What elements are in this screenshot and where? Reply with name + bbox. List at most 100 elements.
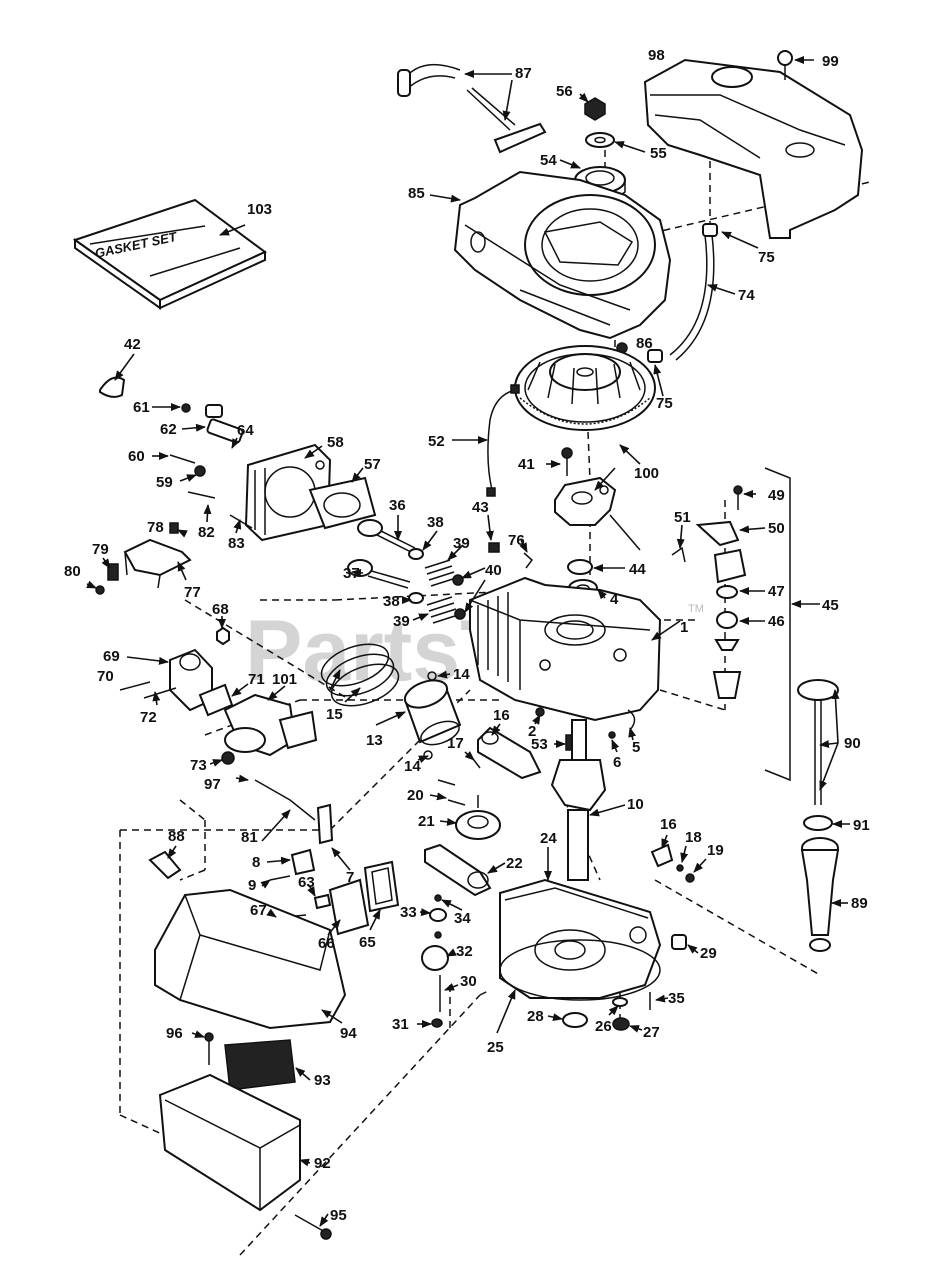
part-label-40: 40 — [485, 562, 502, 579]
part-label-34: 34 — [454, 910, 471, 927]
part-label-10: 10 — [627, 796, 644, 813]
fuel-system-parts — [671, 467, 791, 782]
leader-lines — [86, 56, 850, 1227]
blower-housing-part — [453, 170, 672, 340]
part-label-6: 6 — [613, 754, 621, 771]
part-label-17: 17 — [447, 735, 464, 752]
carburetor-adapter-parts — [119, 626, 235, 765]
part-label-73: 73 — [190, 757, 207, 774]
carburetor-part — [223, 693, 318, 757]
part-label-59: 59 — [156, 474, 173, 491]
part-label-93: 93 — [314, 1072, 331, 1089]
part-label-8: 8 — [252, 854, 260, 871]
part-label-25: 25 — [487, 1039, 504, 1056]
part-label-5: 5 — [632, 739, 640, 756]
part-label-75: 75 — [758, 249, 775, 266]
part-label-75b: 75 — [656, 395, 673, 412]
part-label-80: 80 — [64, 563, 81, 580]
watermark-tm: TM — [688, 603, 704, 615]
part-label-92: 92 — [314, 1155, 331, 1172]
part-label-39b: 39 — [393, 613, 410, 630]
bracket-part — [95, 522, 192, 595]
part-label-67: 67 — [250, 902, 267, 919]
part-label-61: 61 — [133, 399, 150, 416]
part-label-30: 30 — [460, 973, 477, 990]
part-label-63: 63 — [298, 874, 315, 891]
part-label-91: 91 — [853, 817, 870, 834]
oil-pump-parts — [421, 894, 449, 1028]
part-label-9: 9 — [248, 877, 256, 894]
cylinder-head-part — [244, 443, 377, 542]
air-filter-cover-part — [154, 888, 347, 1030]
cam-gear-parts — [424, 779, 501, 897]
crankcase-cover-part — [499, 878, 662, 1001]
part-label-46: 46 — [768, 613, 785, 630]
part-label-76: 76 — [508, 532, 525, 549]
part-label-32: 32 — [456, 943, 473, 960]
part-label-45: 45 — [822, 597, 839, 614]
part-label-100: 100 — [634, 465, 659, 482]
ignition-wire-part — [486, 384, 520, 497]
part-label-18: 18 — [685, 829, 702, 846]
part-label-4: 4 — [610, 591, 619, 608]
part-label-43: 43 — [472, 499, 489, 516]
part-label-16: 16 — [493, 707, 510, 724]
part-number-labels: 1 2 4 5 6 7 8 9 10 13 14 14 15 16 16 17 … — [64, 47, 870, 1224]
part-label-69: 69 — [103, 648, 120, 665]
part-label-68: 68 — [212, 601, 229, 618]
breather-tube-part — [616, 223, 718, 363]
part-label-14b: 14 — [404, 758, 421, 775]
air-filter-base-parts — [158, 1032, 332, 1240]
part-label-47: 47 — [768, 583, 785, 600]
part-label-41: 41 — [518, 456, 535, 473]
part-label-97: 97 — [204, 776, 221, 793]
part-label-82: 82 — [198, 524, 215, 541]
part-label-38: 38 — [427, 514, 444, 531]
engine-cover-part — [643, 50, 864, 239]
part-label-83: 83 — [228, 535, 245, 552]
governor-small-parts — [650, 843, 695, 883]
part-label-60: 60 — [128, 448, 145, 465]
part-label-51: 51 — [674, 509, 691, 526]
ignition-module-part — [554, 476, 641, 551]
part-label-49: 49 — [768, 487, 785, 504]
part-label-96: 96 — [166, 1025, 183, 1042]
part-label-103: 103 — [247, 201, 272, 218]
part-76 — [523, 552, 534, 569]
part-label-16b: 16 — [660, 816, 677, 833]
part-label-95: 95 — [330, 1207, 347, 1224]
piston-parts — [320, 643, 462, 760]
part-label-78: 78 — [147, 519, 164, 536]
part-label-94: 94 — [340, 1025, 357, 1042]
part-label-70: 70 — [97, 668, 114, 685]
part-label-79: 79 — [92, 541, 109, 558]
part-label-57: 57 — [364, 456, 381, 473]
part-label-22: 22 — [506, 855, 523, 872]
part-label-44: 44 — [629, 561, 646, 578]
part-label-55: 55 — [650, 145, 667, 162]
part-label-29: 29 — [700, 945, 717, 962]
part-label-27: 27 — [643, 1024, 660, 1041]
part-label-42: 42 — [124, 336, 141, 353]
part-label-77: 77 — [184, 584, 201, 601]
part-label-86: 86 — [636, 335, 653, 352]
part-label-66: 66 — [318, 935, 335, 952]
screw-part-41 — [488, 447, 573, 553]
part-label-21: 21 — [418, 813, 435, 830]
part-label-56: 56 — [556, 83, 573, 100]
part-label-15: 15 — [326, 706, 343, 723]
part-label-26: 26 — [595, 1018, 612, 1035]
cylinder-block-part — [469, 576, 662, 722]
part-label-98: 98 — [648, 47, 665, 64]
part-label-72: 72 — [140, 709, 157, 726]
part-label-33: 33 — [400, 904, 417, 921]
part-label-7: 7 — [346, 869, 354, 886]
part-label-38b: 38 — [383, 593, 400, 610]
part-label-19: 19 — [707, 842, 724, 859]
governor-link-part — [148, 779, 334, 880]
starter-rope-part — [397, 63, 547, 154]
part-label-1: 1 — [680, 619, 688, 636]
part-label-54: 54 — [540, 152, 557, 169]
part-label-85: 85 — [408, 185, 425, 202]
